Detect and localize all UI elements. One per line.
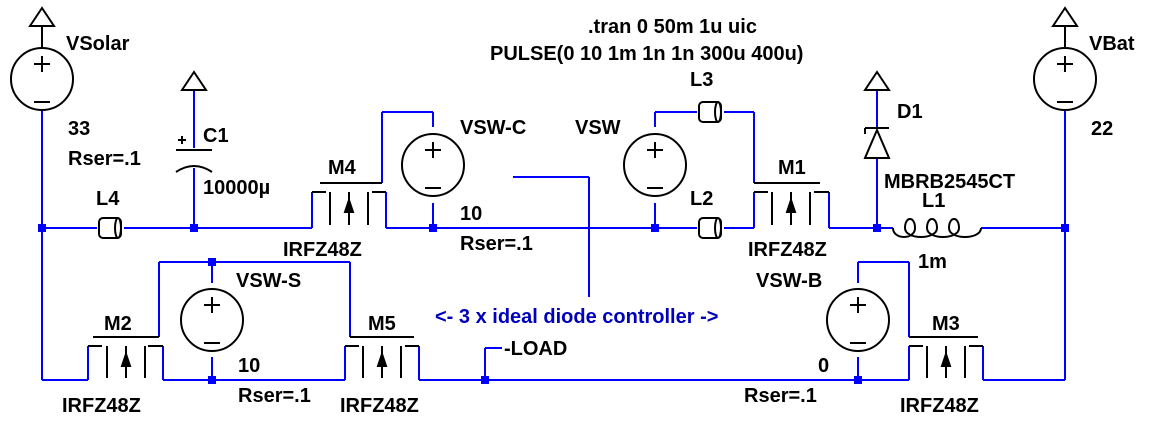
m5-symbol (345, 336, 419, 378)
m4-name[interactable]: M4 (328, 157, 357, 179)
vswb-value[interactable]: 0 (818, 355, 829, 377)
d1-symbol (863, 127, 891, 159)
m3-name[interactable]: M3 (932, 313, 960, 335)
vsws-value[interactable]: 10 (238, 355, 260, 377)
vsolar-name[interactable]: VSolar (66, 33, 130, 55)
m1-symbol (754, 182, 829, 225)
junctions (38, 224, 1069, 384)
m5-model[interactable]: IRFZ48Z (340, 395, 419, 417)
m1-name[interactable]: M1 (778, 157, 806, 179)
l3-name[interactable]: L3 (690, 69, 713, 91)
l2-symbol (698, 217, 722, 239)
m4-model[interactable]: IRFZ48Z (283, 239, 362, 261)
l3-symbol (698, 101, 722, 123)
c1-name[interactable]: C1 (203, 125, 229, 147)
vswb-rser[interactable]: Rser=.1 (744, 385, 817, 407)
ground-flag-vsolar (28, 6, 56, 48)
l1-name[interactable]: L1 (922, 190, 945, 212)
m4-symbol (312, 182, 386, 225)
l2-name[interactable]: L2 (690, 188, 713, 210)
vswb-symbol (826, 288, 890, 352)
m2-symbol (88, 336, 163, 378)
vsws-symbol (180, 288, 244, 352)
vbat-value[interactable]: 22 (1091, 118, 1113, 140)
ground-flag-vbat (1051, 6, 1079, 48)
d1-model[interactable]: MBRB2545CT (884, 171, 1015, 193)
l4-symbol (98, 217, 122, 239)
l1-value[interactable]: 1m (918, 251, 947, 273)
m2-model[interactable]: IRFZ48Z (62, 395, 141, 417)
vsws-name[interactable]: VSW-S (236, 270, 301, 292)
vsolar-rser[interactable]: Rser=.1 (68, 148, 141, 170)
vbat-name[interactable]: VBat (1089, 33, 1135, 55)
labels: .tran 0 50m 1u uic PULSE(0 10 1m 1n 1n 3… (62, 16, 1135, 417)
vswc-value[interactable]: 10 (460, 203, 482, 225)
vsolar-value[interactable]: 33 (68, 118, 90, 140)
l1-symbol (892, 218, 982, 238)
diode-controller-comment[interactable]: <- 3 x ideal diode controller -> (435, 306, 718, 328)
pulse-directive[interactable]: PULSE(0 10 1m 1n 1n 300u 400u) (490, 43, 803, 65)
c1-symbol (175, 136, 213, 173)
vswc-rser[interactable]: Rser=.1 (460, 233, 533, 255)
ground-flag-d1 (863, 70, 891, 91)
vsws-rser[interactable]: Rser=.1 (238, 385, 311, 407)
m1-model[interactable]: IRFZ48Z (748, 239, 827, 261)
vswb-name[interactable]: VSW-B (756, 270, 822, 292)
m5-name[interactable]: M5 (368, 313, 396, 335)
c1-value[interactable]: 10000µ (203, 177, 270, 199)
d1-name[interactable]: D1 (897, 101, 923, 123)
m3-symbol (909, 336, 983, 378)
m2-name[interactable]: M2 (104, 313, 132, 335)
vsw-name[interactable]: VSW (575, 117, 621, 139)
vswc-name[interactable]: VSW-C (460, 117, 526, 139)
ground-flag-c1 (180, 70, 208, 91)
vsolar-symbol (10, 47, 74, 111)
tran-directive[interactable]: .tran 0 50m 1u uic (588, 16, 757, 38)
load-net-label[interactable]: -LOAD (504, 338, 567, 360)
vsw-symbol (623, 133, 687, 197)
vswc-symbol (401, 133, 465, 197)
vbat-symbol (1033, 47, 1097, 111)
m3-model[interactable]: IRFZ48Z (900, 395, 979, 417)
l4-name[interactable]: L4 (96, 188, 120, 210)
wires (41, 90, 1066, 381)
